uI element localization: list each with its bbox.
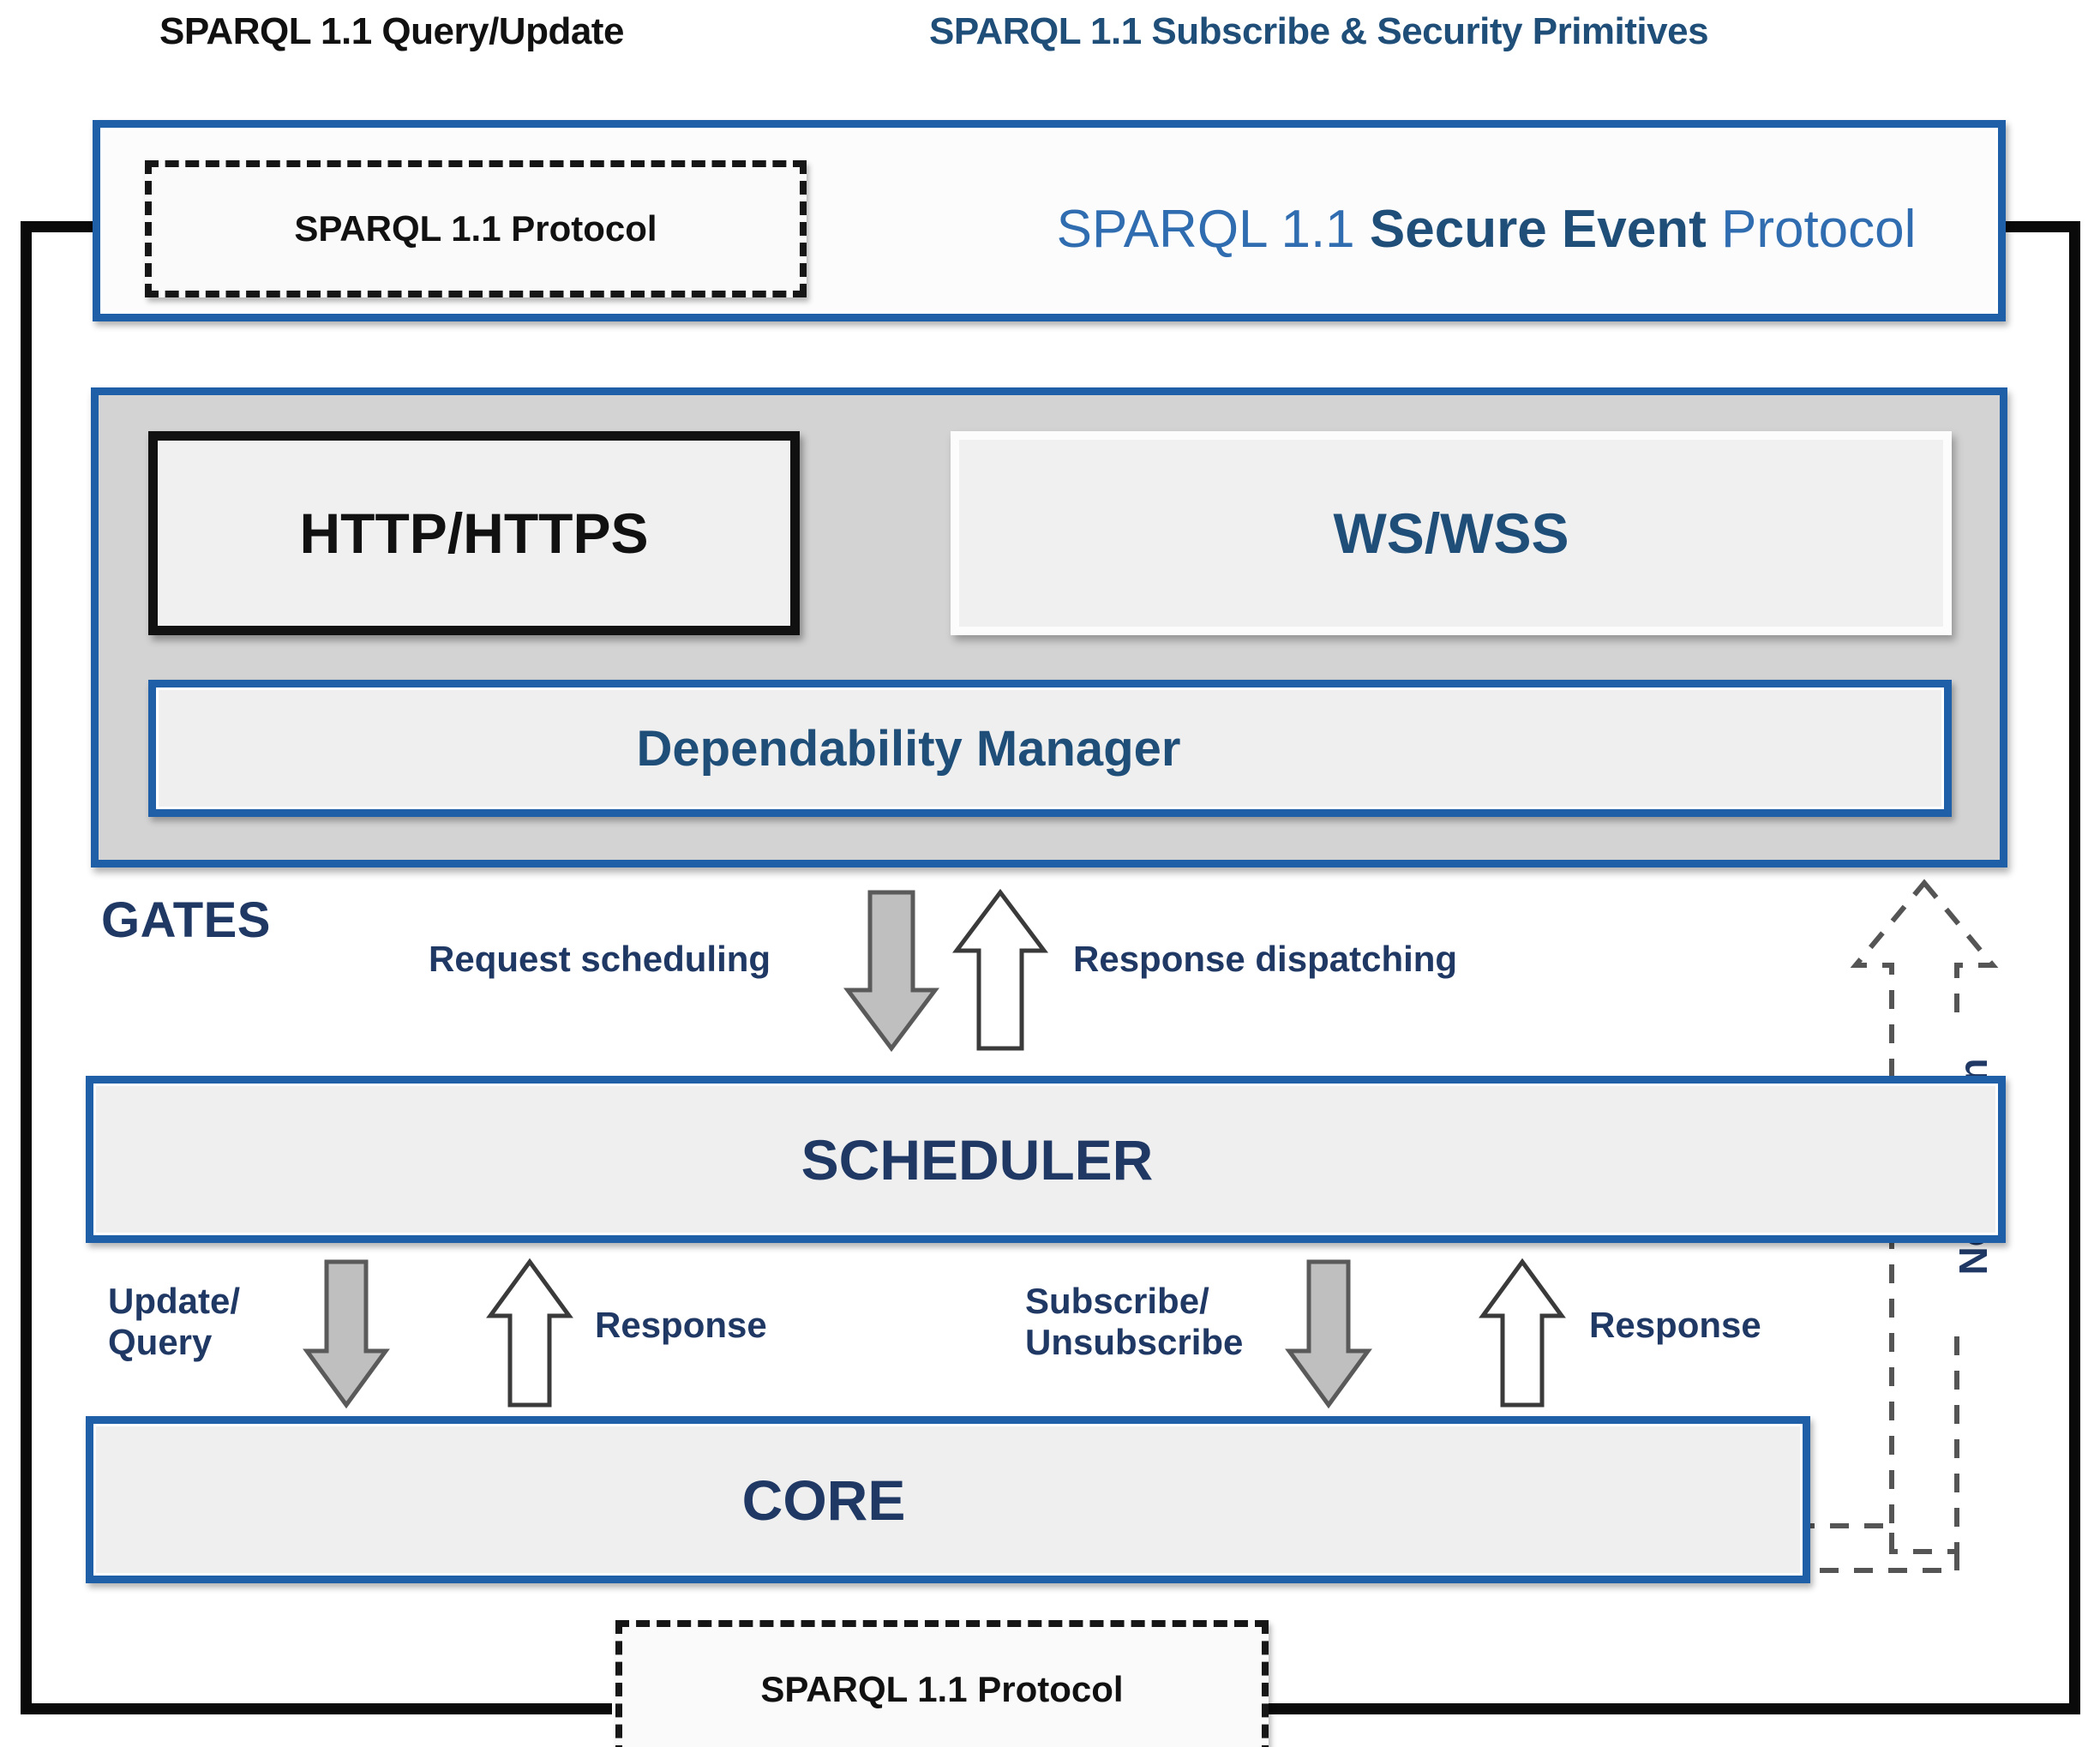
scheduler-label: SCHEDULER	[801, 1127, 1154, 1192]
request-scheduling-arrow-down	[843, 890, 939, 1053]
sparql-protocol-box-bottom: SPARQL 1.1 Protocol	[615, 1620, 1269, 1747]
outer-frame-right-stub	[2001, 221, 2080, 232]
response-dispatching-arrow-up	[952, 888, 1048, 1051]
subscribe-unsubscribe-arrow-down	[1285, 1259, 1372, 1409]
ws-wss-box: WS/WSS	[951, 431, 1952, 635]
caption-subscribe-security: SPARQL 1.1 Subscribe & Security Primitiv…	[929, 10, 1709, 52]
secure-event-protocol-title: SPARQL 1.1 Secure Event Protocol	[976, 171, 1996, 287]
update-query-label: Update/ Query	[108, 1281, 241, 1362]
notification-dashed-arrow	[1790, 879, 1999, 1573]
http-https-label: HTTP/HTTPS	[299, 501, 649, 565]
subscribe-unsubscribe-label: Subscribe/ Unsubscribe	[1025, 1281, 1244, 1362]
dependability-manager-label: Dependability Manager	[636, 720, 1181, 777]
response-dispatching-label: Response dispatching	[1073, 939, 1458, 979]
caption-query-update: SPARQL 1.1 Query/Update	[159, 10, 624, 52]
outer-frame-bottom-right	[1269, 1703, 2080, 1714]
gates-container: HTTP/HTTPS WS/WSS Dependability Manager	[91, 387, 2007, 867]
http-https-box: HTTP/HTTPS	[148, 431, 800, 635]
sparql-protocol-box-top: SPARQL 1.1 Protocol	[145, 160, 807, 297]
gates-label: GATES	[101, 892, 271, 948]
secure-event-prefix: SPARQL 1.1	[1056, 199, 1370, 259]
outer-frame-left-edge	[21, 221, 32, 1714]
outer-frame-left-stub	[21, 221, 99, 232]
ws-wss-label: WS/WSS	[1333, 501, 1569, 565]
core-box: CORE	[86, 1416, 1810, 1583]
core-label: CORE	[741, 1468, 906, 1532]
outer-frame-right-edge	[2069, 221, 2080, 1714]
secure-event-protocol-box: SPARQL 1.1 Protocol SPARQL 1.1 Secure Ev…	[93, 120, 2006, 321]
secure-event-suffix: Protocol	[1706, 199, 1917, 259]
sparql-protocol-top-label: SPARQL 1.1 Protocol	[294, 208, 657, 249]
request-scheduling-label: Request scheduling	[429, 939, 771, 979]
update-query-arrow-down	[303, 1259, 390, 1409]
secure-event-bold: Secure Event	[1369, 199, 1707, 259]
dependability-manager-box: Dependability Manager	[148, 680, 1952, 817]
response-right-label: Response	[1589, 1305, 1761, 1345]
outer-frame-bottom-left	[21, 1703, 612, 1714]
response-left-label: Response	[595, 1305, 767, 1345]
scheduler-box: SCHEDULER	[86, 1076, 2006, 1243]
response-right-arrow-up	[1479, 1258, 1566, 1408]
sparql-protocol-bottom-label: SPARQL 1.1 Protocol	[760, 1669, 1124, 1709]
response-left-arrow-up	[486, 1258, 573, 1408]
